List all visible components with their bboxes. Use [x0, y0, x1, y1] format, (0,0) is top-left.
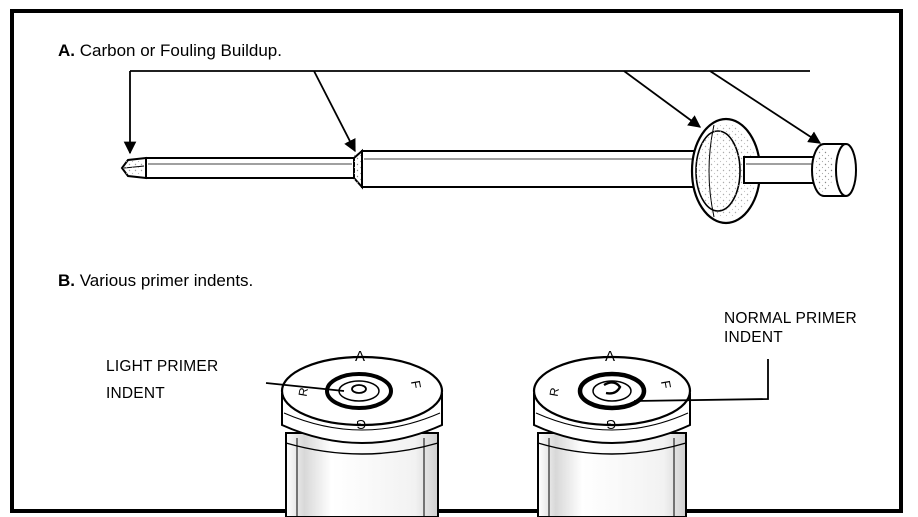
section-b-letter: B. — [58, 271, 75, 290]
section-a-text: Carbon or Fouling Buildup. — [79, 41, 282, 60]
headstamp-1-top: A — [355, 348, 366, 365]
indent-leader-lines — [265, 359, 769, 402]
cartridge-light-indent — [280, 355, 444, 517]
section-b-text: Various primer indents. — [79, 271, 254, 290]
section-b-heading: B. Various primer indents. — [58, 271, 253, 291]
headstamp-2-top: A — [605, 348, 616, 365]
light-indent-line1: LIGHT PRIMER — [106, 358, 219, 375]
cartridge-normal-indent — [532, 355, 692, 517]
normal-primer-indent-label: NORMAL PRIMER INDENT — [724, 309, 857, 347]
normal-indent-line1: NORMAL PRIMER — [724, 310, 857, 327]
firing-pin — [120, 117, 857, 225]
firing-pin-diagram — [120, 70, 857, 517]
normal-indent-line2: INDENT — [724, 329, 783, 346]
light-primer-indent-label: LIGHT PRIMER INDENT — [106, 357, 218, 403]
figure-frame: A. Carbon or Fouling Buildup. B. Various… — [10, 9, 903, 517]
section-a-letter: A. — [58, 41, 75, 60]
headstamp-2-bottom: G — [606, 417, 617, 432]
section-a-heading: A. Carbon or Fouling Buildup. — [58, 41, 282, 61]
headstamp-1-bottom: G — [356, 417, 367, 432]
light-indent-line2: INDENT — [106, 385, 165, 402]
buildup-leader-lines — [123, 70, 822, 155]
